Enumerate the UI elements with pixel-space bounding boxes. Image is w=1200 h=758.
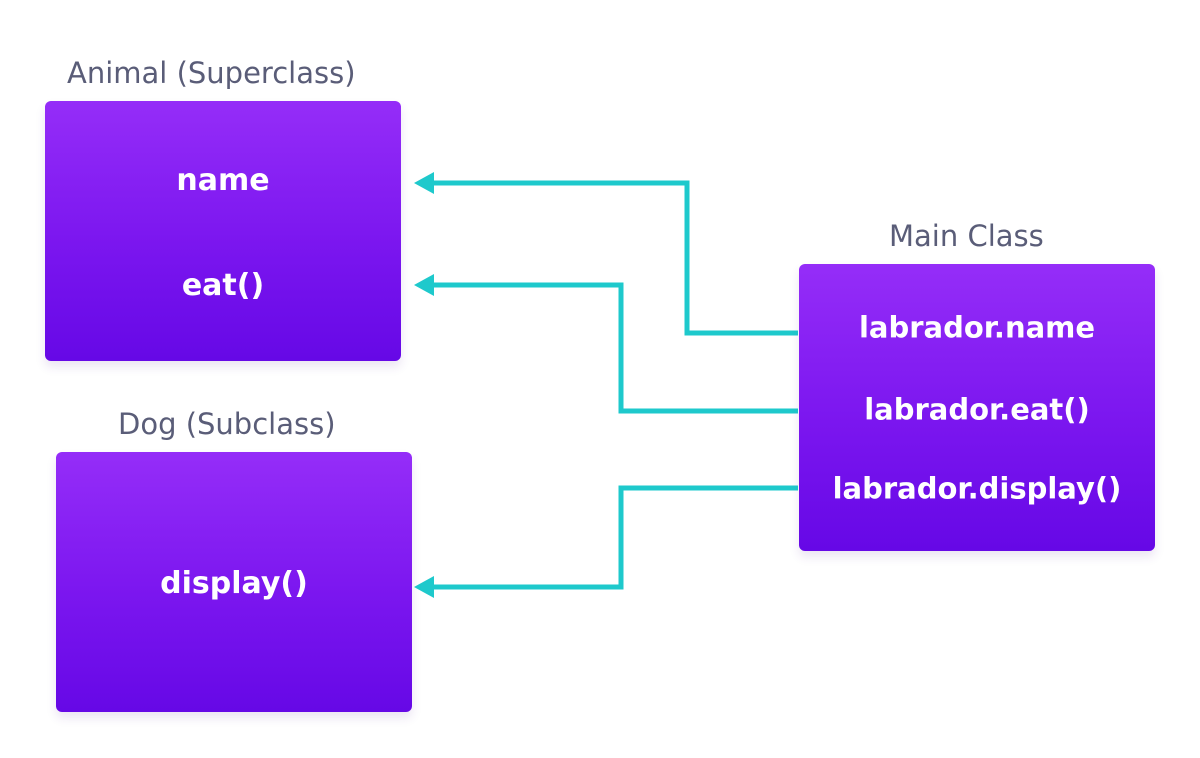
animal-class-box: name eat(): [45, 101, 401, 361]
arrowhead-eat-icon: [414, 274, 434, 296]
main-caption: Main Class: [889, 219, 1044, 253]
dog-caption: Dog (Subclass): [118, 407, 336, 441]
animal-member-name: name: [176, 163, 270, 198]
arrowhead-display-icon: [414, 576, 434, 598]
main-class-box: labrador.name labrador.eat() labrador.di…: [799, 264, 1155, 551]
main-member-labrador-name: labrador.name: [858, 310, 1096, 345]
dog-member-display: display(): [160, 566, 308, 601]
main-member-labrador-display: labrador.display(): [832, 471, 1122, 506]
dog-class-box: display(): [56, 452, 412, 712]
connector-name: [432, 180, 798, 336]
main-member-labrador-eat: labrador.eat(): [864, 392, 1090, 427]
connector-display: [432, 485, 798, 590]
animal-member-eat: eat(): [181, 268, 265, 303]
connector-eat: [432, 282, 798, 414]
animal-caption: Animal (Superclass): [67, 56, 356, 90]
arrowhead-name-icon: [414, 172, 434, 194]
